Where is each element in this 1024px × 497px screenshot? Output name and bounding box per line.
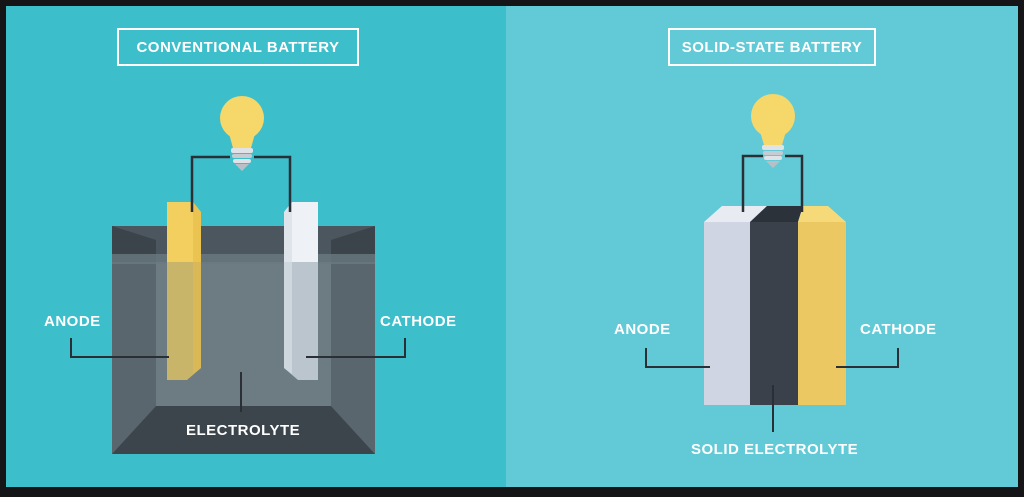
solid-anode-layer bbox=[704, 222, 750, 405]
cathode-plate bbox=[284, 202, 318, 262]
container-left-flap bbox=[112, 226, 156, 262]
wire-cathode bbox=[254, 155, 292, 212]
solid-state-title-text: SOLID-STATE BATTERY bbox=[681, 38, 863, 56]
conventional-title: CONVENTIONAL BATTERY bbox=[117, 28, 359, 66]
anode-plate-side bbox=[193, 202, 201, 374]
conventional-title-text: CONVENTIONAL BATTERY bbox=[136, 38, 340, 56]
anode-label: ANODE bbox=[44, 313, 101, 330]
lightbulb-icon bbox=[220, 96, 264, 171]
container-right-flap bbox=[331, 226, 375, 262]
solid-anode-label: ANODE bbox=[614, 321, 671, 338]
anode-plate-submerged bbox=[167, 262, 201, 380]
solid-cathode-leader-line bbox=[836, 348, 899, 368]
cathode-plate-side bbox=[284, 202, 292, 374]
solid-cathode-layer bbox=[798, 222, 846, 405]
container-bottom bbox=[112, 406, 375, 454]
solid-electrolyte-top bbox=[750, 206, 803, 222]
anode-leader-line bbox=[70, 338, 169, 358]
solid-cathode-top bbox=[798, 206, 846, 222]
solid-electrolyte-layer bbox=[750, 222, 798, 405]
solid-anode-top bbox=[704, 206, 767, 222]
solid-electrolyte-label: SOLID ELECTROLYTE bbox=[691, 441, 859, 458]
electrolyte-label: ELECTROLYTE bbox=[186, 422, 301, 439]
solid-cathode-label: CATHODE bbox=[860, 321, 937, 338]
cathode-label: CATHODE bbox=[380, 313, 457, 330]
wire-solid-anode bbox=[741, 154, 763, 212]
wire-anode bbox=[190, 155, 230, 212]
electrolyte-surface bbox=[112, 254, 375, 264]
solid-anode-leader-line bbox=[645, 348, 710, 368]
solid-state-title: SOLID-STATE BATTERY bbox=[668, 28, 876, 66]
conventional-battery bbox=[70, 96, 406, 454]
wire-solid-cathode bbox=[785, 154, 804, 212]
cathode-plate-submerged bbox=[284, 262, 318, 380]
lightbulb-icon bbox=[751, 94, 795, 168]
anode-plate bbox=[167, 202, 201, 262]
cathode-leader-line bbox=[306, 338, 406, 358]
solid-state-battery bbox=[645, 94, 899, 432]
